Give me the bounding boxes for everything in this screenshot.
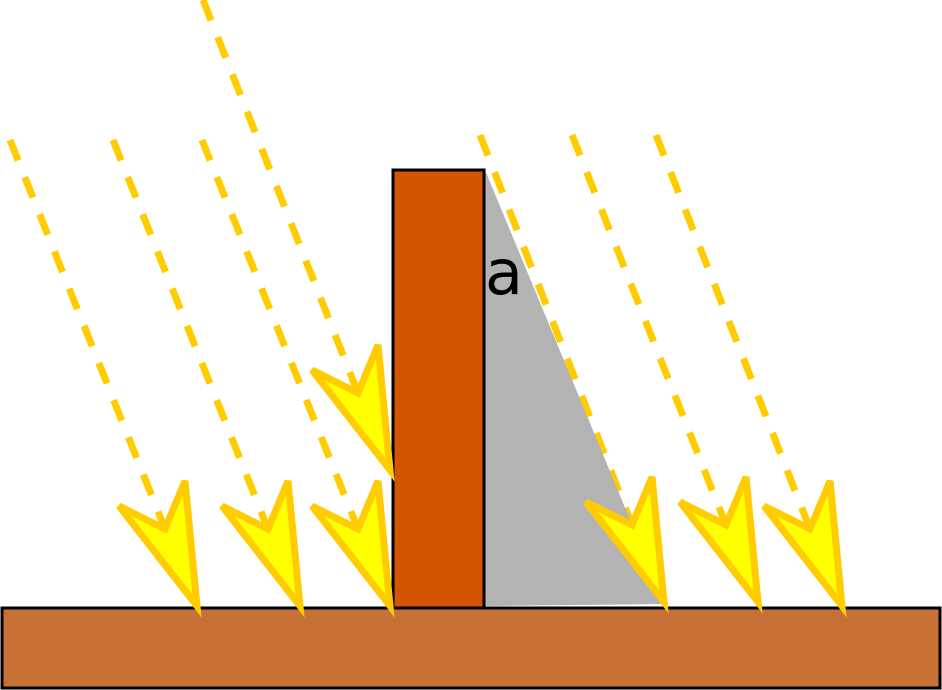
sun-ray-arrow-icon <box>116 479 202 618</box>
post <box>391 168 486 611</box>
sun-ray-arrow-icon <box>309 479 395 618</box>
arrowheads <box>116 343 847 618</box>
sun-ray-line <box>109 138 272 531</box>
angle-label: a <box>485 236 523 309</box>
shadow <box>485 170 665 606</box>
sun-ray-arrow-icon <box>583 475 669 614</box>
sun-ray-line <box>476 133 636 527</box>
sun-ray-arrow-icon <box>677 475 763 614</box>
sun-ray-line <box>568 133 730 527</box>
sun-ray-line <box>652 133 814 531</box>
sun-ray-line <box>198 138 362 531</box>
sun-ray-line <box>199 0 362 395</box>
sun-ray-line <box>6 138 169 531</box>
sun-ray-arrow-icon <box>309 343 395 482</box>
ground <box>0 606 942 690</box>
sun-rays <box>6 0 814 531</box>
sun-ray-arrow-icon <box>219 479 305 618</box>
sun-ray-arrow-icon <box>761 479 847 618</box>
